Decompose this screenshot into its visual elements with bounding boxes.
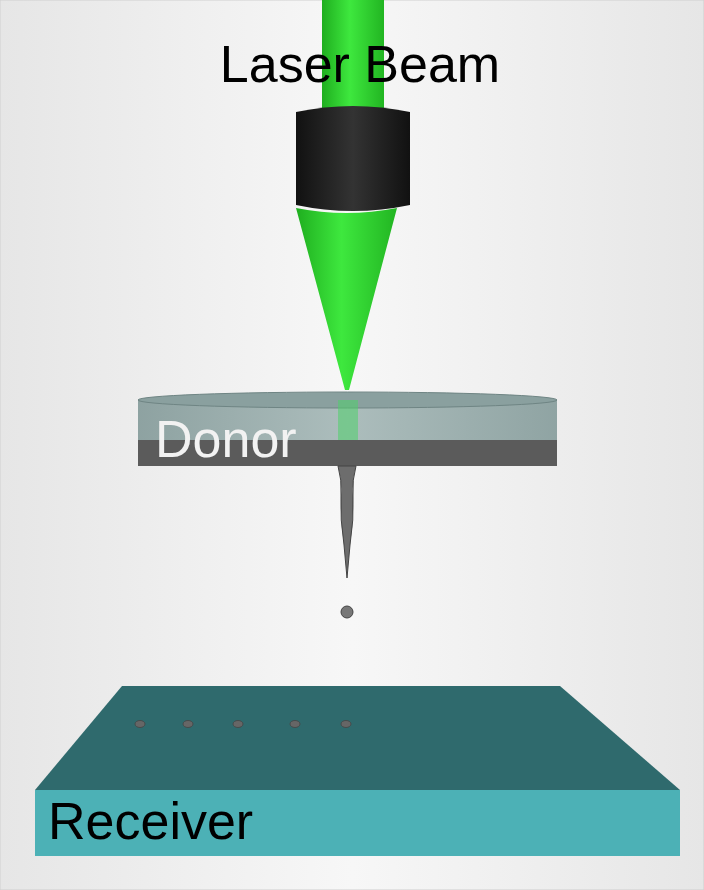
node-text: Donor <box>155 411 297 468</box>
lens-collar <box>296 106 410 211</box>
beam-in-donor <box>338 400 358 440</box>
laser-beam-label: Laser Beam <box>220 36 500 93</box>
node-text: Laser Beam <box>220 36 500 93</box>
liquid-jet <box>338 466 356 578</box>
receiver-top <box>35 686 680 790</box>
receiver-label: Receiver <box>48 793 253 850</box>
laser-cone <box>296 208 397 390</box>
node-text: Receiver <box>48 793 253 850</box>
donor-label: Donor <box>155 411 297 468</box>
deposited-dots <box>135 721 351 728</box>
receiver-front <box>35 790 680 856</box>
droplet <box>341 606 353 618</box>
